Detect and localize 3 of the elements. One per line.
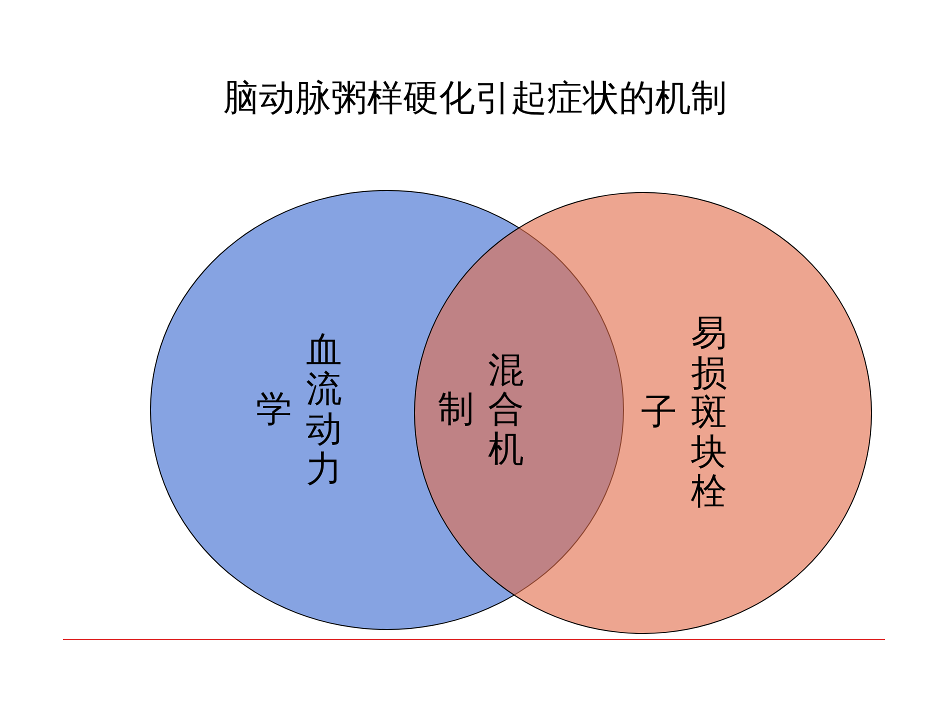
title: 脑动脉粥样硬化引起症状的机制 bbox=[223, 77, 727, 121]
overlap-label: 混合机制 bbox=[438, 350, 524, 470]
circle-label: 易损斑块栓子 bbox=[641, 314, 727, 512]
